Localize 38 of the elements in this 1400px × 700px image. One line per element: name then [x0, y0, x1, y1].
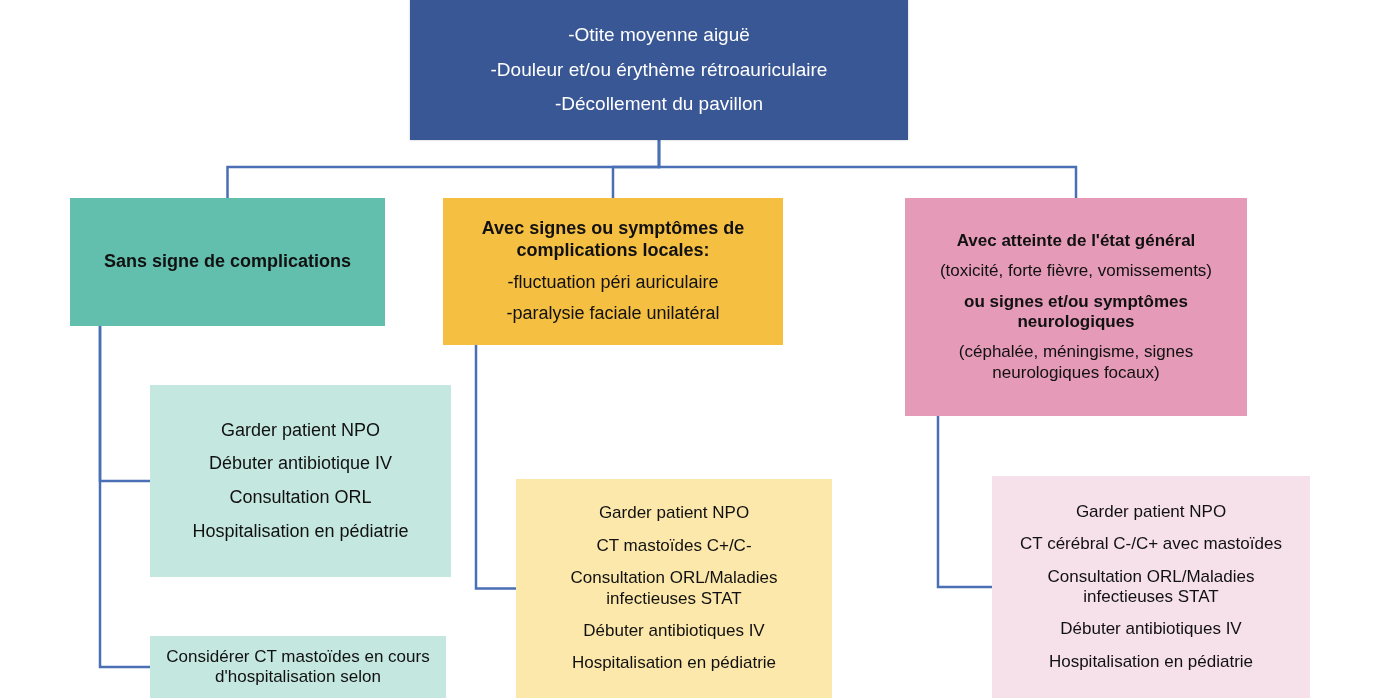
box-text: Consultation ORL/Maladies infectieuses STAT [1046, 566, 1256, 608]
box-text: Considérer CT mastoïdes en cours d'hospitalisation selon [165, 646, 431, 688]
box-text: Consultation ORL [229, 487, 372, 509]
box-text: -Douleur et/ou érythème rétroauriculaire [490, 58, 828, 82]
connector-line [936, 416, 992, 589]
box-heading: Avec atteinte de l'état général [956, 230, 1196, 252]
box-text: -Décollement du pavillon [554, 93, 764, 117]
box-heading: Avec signes ou symptômes de complications locales: [480, 218, 746, 262]
box-text: Débuter antibiotique IV [208, 453, 393, 475]
process-box [70, 198, 385, 326]
box-heading: ou signes et/ou symptômes neurologiques [963, 291, 1189, 333]
box-text: -fluctuation péri auriculaire [507, 271, 719, 294]
connector-line [98, 326, 150, 669]
box-text: Garder patient NPO [220, 419, 381, 442]
process-box [992, 476, 1310, 698]
box-text: Garder patient NPO [598, 503, 750, 524]
box-text: Hospitalisation en pédiatrie [571, 653, 777, 674]
process-box [150, 636, 446, 698]
box-text: Débuter antibiotiques IV [583, 620, 765, 642]
box-text: Garder patient NPO [1075, 501, 1227, 523]
box-text: Hospitalisation en pédiatrie [192, 520, 409, 543]
process-box [150, 385, 451, 577]
process-box [516, 479, 832, 698]
box-text: CT cérébral C-/C+ avec mastoïdes [1020, 534, 1282, 555]
process-box [905, 198, 1247, 416]
box-text: -Otite moyenne aiguë [568, 23, 750, 47]
box-text: (toxicité, forte fièvre, vomissements) [939, 261, 1213, 282]
process-box [410, 0, 908, 140]
box-text: CT mastoïdes C+/C- [596, 535, 752, 557]
box-text: (céphalée, méningisme, signes neurologiques focaux) [957, 342, 1195, 384]
process-box [443, 198, 783, 345]
box-text: -paralysie faciale unilatéral [506, 303, 720, 325]
connector-line [657, 140, 1078, 198]
box-text: Consultation ORL/Maladies infectieuses STAT [569, 568, 779, 609]
connector-line [474, 345, 516, 590]
box-text: Débuter antibiotiques IV [1060, 619, 1242, 640]
box-heading: Sans signe de complications [103, 251, 352, 273]
box-text: Hospitalisation en pédiatrie [1048, 651, 1254, 673]
